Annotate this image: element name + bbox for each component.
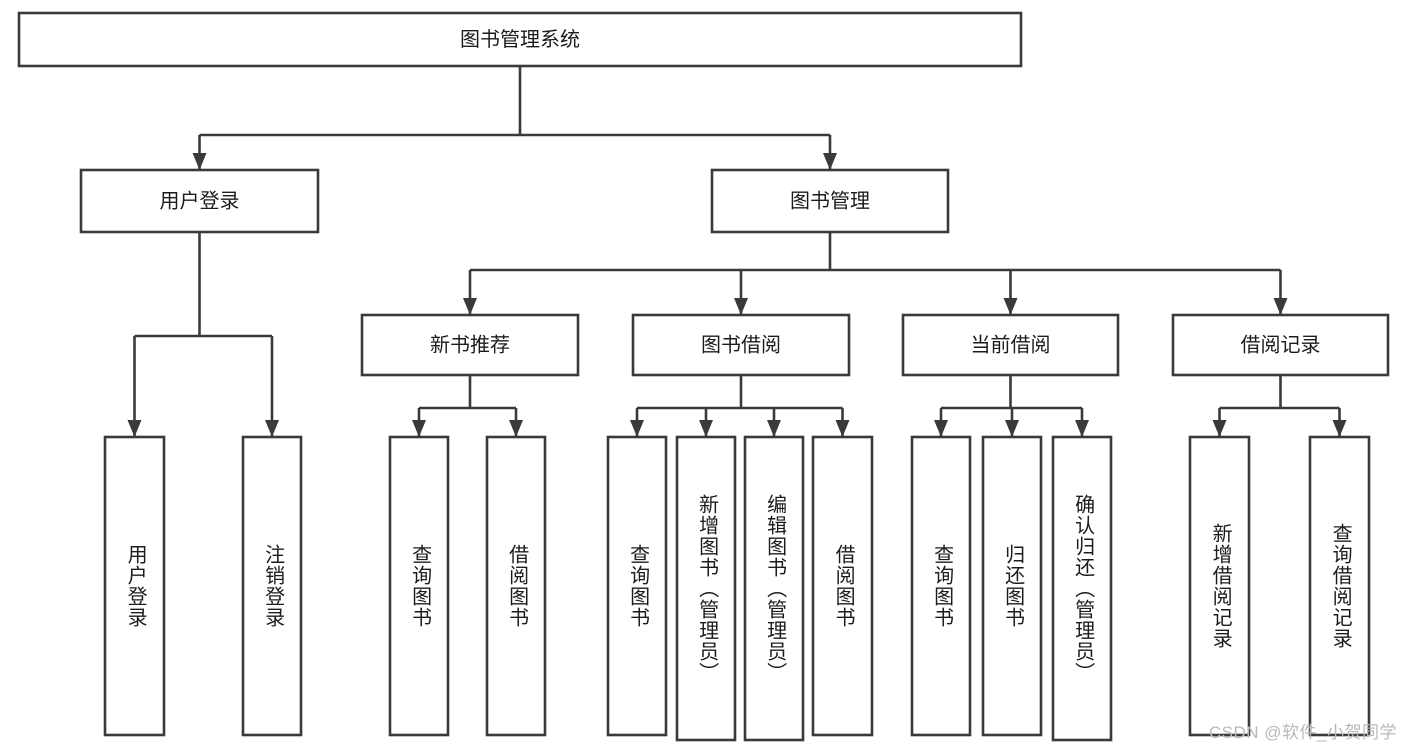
node-leaf-user-login[interactable] xyxy=(103,435,166,737)
node-box-leaf-confirm-return-admin xyxy=(1051,435,1113,742)
arrow-head-icon xyxy=(192,153,207,170)
node-box-leaf-add-book-admin xyxy=(675,435,737,742)
node-label-root: 图书管理系统 xyxy=(460,28,580,51)
node-box-leaf-add-borrow-record xyxy=(1188,435,1251,737)
arrow-head-icon xyxy=(934,420,948,437)
node-label-borrow-record: 借阅记录 xyxy=(1241,333,1321,356)
node-leaf-edit-book-admin[interactable] xyxy=(743,435,805,742)
arrow-head-icon xyxy=(1075,420,1089,437)
node-leaf-add-book-admin[interactable] xyxy=(675,435,737,742)
arrow-head-icon xyxy=(734,298,748,315)
node-leaf-query-book-rec[interactable] xyxy=(388,435,450,737)
node-label-book-management: 图书管理 xyxy=(790,189,870,212)
node-box-leaf-return-book xyxy=(981,435,1043,737)
node-box-user-login xyxy=(79,168,320,234)
arrow-head-icon xyxy=(127,420,142,437)
arrow-head-icon xyxy=(265,420,279,437)
node-label-user-login: 用户登录 xyxy=(160,189,240,212)
node-label-book-borrow: 图书借阅 xyxy=(701,333,781,356)
node-new-book-recommend[interactable]: 新书推荐 xyxy=(360,313,580,377)
node-box-leaf-borrow-book-rec xyxy=(485,435,547,737)
connector-edges xyxy=(127,66,1347,437)
arrow-head-icon xyxy=(835,420,850,437)
node-current-borrow[interactable]: 当前借阅 xyxy=(901,313,1120,377)
arrow-head-icon xyxy=(509,420,523,437)
node-root[interactable]: 图书管理系统 xyxy=(17,11,1023,68)
node-user-login[interactable]: 用户登录 xyxy=(79,168,320,234)
arrow-head-icon xyxy=(1005,420,1019,437)
node-borrow-record[interactable]: 借阅记录 xyxy=(1171,313,1390,377)
node-leaf-query-book-borrow[interactable] xyxy=(606,435,668,737)
node-box-leaf-user-logout xyxy=(241,435,303,737)
arrow-head-icon xyxy=(630,420,644,437)
arrow-head-icon xyxy=(823,153,837,170)
node-box-new-book-recommend xyxy=(360,313,580,377)
node-leaf-borrow-book-rec[interactable] xyxy=(485,435,547,737)
node-leaf-borrow-book[interactable] xyxy=(811,435,874,737)
node-box-root xyxy=(17,11,1023,68)
arrow-head-icon xyxy=(412,420,426,437)
node-leaf-add-borrow-record[interactable] xyxy=(1188,435,1251,737)
arrow-head-icon xyxy=(1003,298,1018,315)
node-box-leaf-borrow-book xyxy=(811,435,874,737)
arrow-head-icon xyxy=(1332,420,1347,437)
arrow-head-icon xyxy=(1273,298,1288,315)
node-box-leaf-query-book-rec xyxy=(388,435,450,737)
node-box-borrow-record xyxy=(1171,313,1390,377)
node-box-book-management xyxy=(710,168,950,234)
node-box-leaf-query-book-borrow xyxy=(606,435,668,737)
node-box-book-borrow xyxy=(631,313,851,377)
arrow-head-icon xyxy=(1212,420,1227,437)
node-book-management[interactable]: 图书管理 xyxy=(710,168,950,234)
node-label-current-borrow: 当前借阅 xyxy=(971,333,1051,356)
node-box-leaf-user-login xyxy=(103,435,166,737)
node-leaf-return-book[interactable] xyxy=(981,435,1043,737)
node-box-leaf-query-book-current xyxy=(910,435,972,737)
arrow-head-icon xyxy=(767,420,781,437)
node-label-new-book-recommend: 新书推荐 xyxy=(430,333,510,356)
node-box-leaf-edit-book-admin xyxy=(743,435,805,742)
node-leaf-user-logout[interactable] xyxy=(241,435,303,737)
node-leaf-query-book-current[interactable] xyxy=(910,435,972,737)
node-book-borrow[interactable]: 图书借阅 xyxy=(631,313,851,377)
arrow-head-icon xyxy=(699,420,713,437)
node-leaf-query-borrow-record[interactable] xyxy=(1308,435,1371,737)
node-box-leaf-query-borrow-record xyxy=(1308,435,1371,737)
node-leaf-confirm-return-admin[interactable] xyxy=(1051,435,1113,742)
csdn-watermark: CSDN @软件_小贺同学 xyxy=(1208,723,1397,742)
node-box-current-borrow xyxy=(901,313,1120,377)
arrow-head-icon xyxy=(463,298,477,315)
